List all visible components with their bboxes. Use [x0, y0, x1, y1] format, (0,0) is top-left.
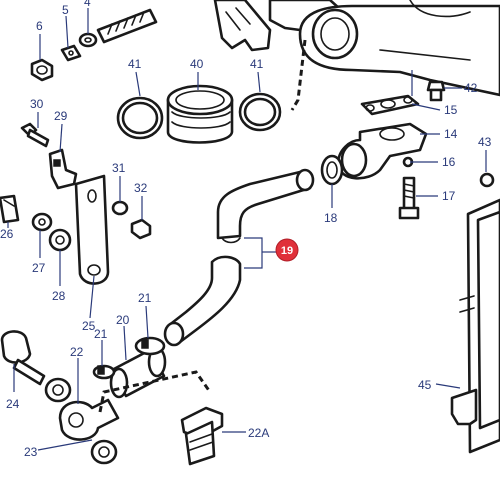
bolt-17 — [398, 176, 420, 220]
washer-27 — [31, 212, 53, 232]
callout-43: 43 — [478, 135, 492, 149]
callout-21-lower: 21 — [94, 327, 108, 341]
washer-43 — [479, 172, 495, 188]
callout-31: 31 — [112, 161, 126, 175]
callout-29: 29 — [54, 109, 68, 123]
callout-30: 30 — [30, 97, 44, 111]
clamp-29 — [48, 148, 78, 190]
callout-40: 40 — [190, 57, 204, 71]
bolt-30 — [20, 122, 50, 148]
callout-41-left: 41 — [128, 57, 142, 71]
clamp-21-lower — [92, 364, 116, 380]
hidden-line-housing — [290, 39, 307, 111]
bracket-25 — [74, 174, 110, 285]
callout-22A: 22A — [248, 426, 269, 440]
callout-42: 42 — [464, 81, 478, 95]
callout-41-right: 41 — [250, 57, 264, 71]
callout-24: 24 — [6, 397, 20, 411]
callout-17: 17 — [442, 189, 456, 203]
callout-20: 20 — [116, 313, 130, 327]
callout-18: 18 — [324, 211, 338, 225]
callout-15: 15 — [444, 103, 458, 117]
callout-labels: 6 5 4 41 40 41 42 15 14 16 17 43 30 29 3… — [0, 0, 492, 459]
stud-bolt-4 — [96, 8, 158, 44]
hidden-line-22 — [98, 370, 212, 413]
highlight-marker-19: 19 — [275, 238, 299, 262]
lock-washer-5 — [60, 44, 82, 62]
seal-ring-18 — [320, 154, 344, 186]
callout-25: 25 — [82, 319, 96, 333]
callout-26: 26 — [0, 227, 14, 241]
gasket-15 — [360, 94, 420, 116]
washer-5 — [78, 32, 98, 48]
cooler-45 — [450, 198, 500, 454]
callout-19: 19 — [281, 245, 293, 257]
leader-lines — [7, 8, 487, 451]
callout-23: 23 — [24, 445, 38, 459]
callout-4: 4 — [84, 0, 91, 9]
engine-housing — [213, 0, 500, 97]
valve-20 — [109, 346, 167, 399]
nut-32 — [130, 218, 152, 240]
o-ring-41-right — [238, 92, 282, 132]
banjo-fitting-22 — [58, 398, 120, 441]
clamp-21-upper — [134, 336, 166, 356]
callout-16: 16 — [442, 155, 456, 169]
nut-6 — [30, 58, 54, 82]
callout-28: 28 — [52, 289, 66, 303]
washer-28 — [48, 228, 72, 252]
bolt-26 — [0, 194, 20, 224]
o-ring-41-left — [116, 96, 164, 140]
bracket-19 — [244, 237, 263, 269]
callout-6: 6 — [36, 19, 43, 33]
callout-14: 14 — [444, 127, 458, 141]
callout-5: 5 — [62, 3, 69, 17]
sleeve-40 — [166, 84, 234, 144]
callout-45: 45 — [418, 378, 432, 392]
washer-23-a — [44, 377, 72, 403]
callout-32: 32 — [134, 181, 148, 195]
callout-27: 27 — [32, 261, 46, 275]
hose-19-lower — [163, 255, 242, 347]
washer-31 — [111, 200, 129, 216]
callout-22: 22 — [70, 345, 84, 359]
washer-23-b — [90, 439, 118, 465]
banjo-bolt-24 — [0, 330, 46, 386]
fitting-22A — [180, 406, 224, 466]
plug-42 — [426, 80, 446, 102]
callout-21-upper: 21 — [138, 291, 152, 305]
hose-19-upper — [216, 168, 315, 244]
elbow-14 — [336, 122, 428, 180]
